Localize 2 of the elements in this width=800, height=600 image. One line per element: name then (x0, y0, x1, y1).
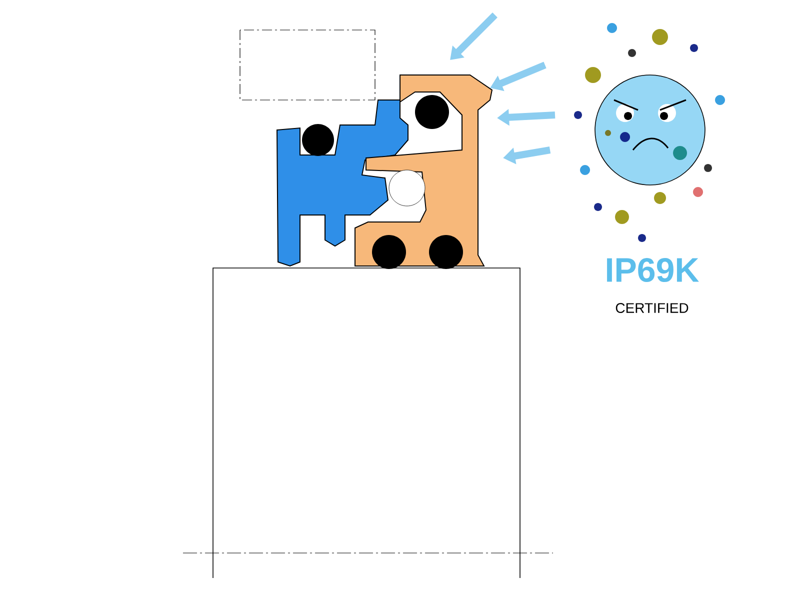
certified-label: CERTIFIED (616, 303, 688, 313)
rating-label: IP69K (607, 258, 699, 282)
